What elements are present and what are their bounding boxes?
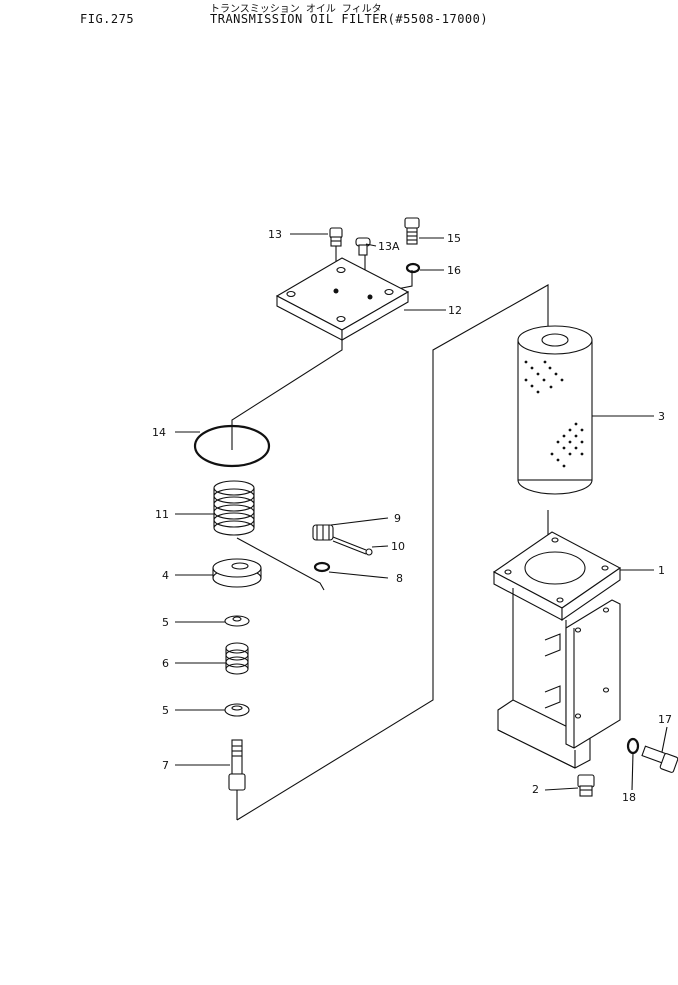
part-13a-plug [355,237,371,256]
callout-14: 14 [152,426,166,439]
callout-10: 10 [391,540,405,553]
callout-1: 1 [658,564,665,577]
part-18-washer [626,737,640,755]
callout-16: 16 [447,264,461,277]
callout-5-lower: 5 [162,704,169,717]
callout-7: 7 [162,759,169,772]
part-5-seat-lower [224,703,250,717]
part-2-drain-plug [577,774,595,797]
part-4-valve [212,558,262,588]
callout-2: 2 [532,783,539,796]
part-12-cover-plate [275,257,410,341]
title-english: TRANSMISSION OIL FILTER(#5508-17000) [210,12,489,26]
part-5-seat-upper [224,615,250,627]
part-6-spring [225,642,249,675]
part-11-spring [213,480,255,536]
callout-9: 9 [394,512,401,525]
callout-8: 8 [396,572,403,585]
callout-3: 3 [658,410,665,423]
callout-18: 18 [622,791,636,804]
part-13-plug [329,227,343,247]
assembly-lines [231,245,549,821]
callout-6: 6 [162,657,169,670]
figure-number: FIG.275 [80,12,135,26]
part-14-o-ring [193,424,271,468]
callout-13a: 13A [378,240,400,253]
callout-15: 15 [447,232,461,245]
part-1-filter-case [492,531,622,769]
callout-leaders [175,233,668,791]
callout-13: 13 [268,228,282,241]
part-8-washer [313,561,331,573]
callout-12: 12 [448,304,462,317]
callout-17: 17 [658,713,672,726]
part-16-washer [405,262,421,274]
part-15-bolt [404,217,420,245]
part-17-bolt [641,745,678,773]
callout-11: 11 [155,508,169,521]
part-7-pin [228,739,246,791]
callout-4: 4 [162,569,169,582]
part-9-nut [312,524,334,541]
title-japanese: トランスミッション オイル フィルタ [210,4,382,15]
part-3-filter-element [517,325,593,495]
callout-5-upper: 5 [162,616,169,629]
part-10-cotter-pin [332,536,373,556]
